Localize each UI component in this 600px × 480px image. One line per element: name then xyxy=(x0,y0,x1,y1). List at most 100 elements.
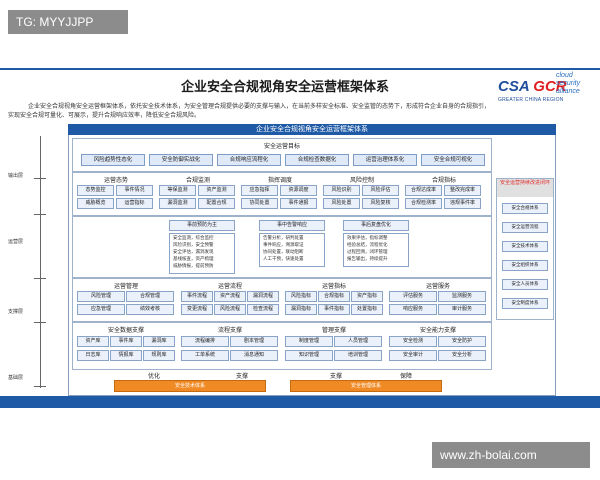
support-item: 事件流程 xyxy=(181,291,213,302)
ops-detail-block: 安全监测，综合监控风险识别，安全预警安全评估，漏洞发现基线核查，资产梳理威胁情报… xyxy=(169,233,235,274)
bottom-band xyxy=(0,396,600,408)
output-group-title: 指挥调度 xyxy=(267,177,292,184)
support-item: 检查流程 xyxy=(247,304,279,315)
output-item: 事件通报 xyxy=(280,198,317,209)
goal-box: 安全合规可视化 xyxy=(421,154,485,166)
foundation-bar-tech: 安全技术体系 xyxy=(114,380,266,392)
ops-detail-line: 人工干预，快速处置 xyxy=(263,257,304,262)
output-item: 配置合规 xyxy=(198,198,235,209)
support-item: 资产流程 xyxy=(214,291,246,302)
diagram-title: 企业安全合规视角安全运营框架体系 xyxy=(180,80,389,95)
output-item: 应急指挥 xyxy=(241,185,278,196)
support-item: 风险指标 xyxy=(285,291,317,302)
output-item: 风险复核 xyxy=(362,198,399,209)
ops-detail-line: 过程回溯，闭环管理 xyxy=(347,250,388,255)
arrow-label-support-2: 支撑 xyxy=(330,373,343,380)
side-label-output: 输出层 xyxy=(8,173,24,179)
support-item: 风险管理 xyxy=(77,291,125,302)
side-tick xyxy=(34,178,46,179)
logo-region: GREATER CHINA REGION xyxy=(498,97,564,103)
ops-detail-line: 效果评估，指标调整 xyxy=(347,236,388,241)
output-item: 合规检测率 xyxy=(405,198,442,209)
goal-box: 风险趋势性态化 xyxy=(81,154,145,166)
foundation-item: 制度管理 xyxy=(285,336,333,347)
side-label-foundation: 基础层 xyxy=(8,375,24,381)
foundation-item: 安全防护 xyxy=(438,336,486,347)
right-column-item: 安全技术体系 xyxy=(502,241,548,252)
foundation-item: 安全审计 xyxy=(389,350,437,361)
ops-detail-line: 经验总结，流程优化 xyxy=(347,243,388,248)
goal-box: 运营治理体系化 xyxy=(353,154,417,166)
watermark-top: TG: MYYJJPP xyxy=(8,10,128,34)
ops-detail-block: 效果评估，指标调整经验总结，流程优化过程回溯，闭环管理报告输出，持续提升 xyxy=(343,233,409,267)
side-tick xyxy=(34,278,46,279)
top-rule xyxy=(0,68,600,70)
side-label-ops: 运营层 xyxy=(8,239,24,245)
right-column-item: 安全合规体系 xyxy=(502,203,548,214)
support-item: 绩效考核 xyxy=(126,304,174,315)
output-item: 运营指标 xyxy=(116,198,153,209)
foundation-section: 安全数据支撑资产库事件库漏洞库日志库情报库规则库流程支撑流程编排剧本管理工单系统… xyxy=(72,322,492,370)
foundation-item: 流程编排 xyxy=(181,336,229,347)
ops-phase-head: 事中告警响应 xyxy=(259,220,325,231)
watermark-bottom: www.zh-bolai.com xyxy=(432,442,590,468)
support-item: 风险流程 xyxy=(214,304,246,315)
ops-detail-line: 报告输出，持续提升 xyxy=(347,257,388,262)
foundation-item: 日志库 xyxy=(77,350,109,361)
output-item: 协同处置 xyxy=(241,198,278,209)
foundation-group-title: 安全能力支撑 xyxy=(419,327,456,334)
right-column-item: 安全制度体系 xyxy=(502,298,548,309)
support-item: 处置指标 xyxy=(351,304,383,315)
output-item: 风险处置 xyxy=(323,198,360,209)
goal-box: 合规响应流程化 xyxy=(217,154,281,166)
output-item: 漏洞监测 xyxy=(159,198,196,209)
output-group-title: 风险控制 xyxy=(349,177,374,184)
foundation-item: 漏洞库 xyxy=(143,336,175,347)
support-item: 合规管理 xyxy=(126,291,174,302)
foundation-item: 安全分析 xyxy=(438,350,486,361)
goal-box: 安全防御实战化 xyxy=(149,154,213,166)
foundation-item: 工单系统 xyxy=(181,350,229,361)
support-item: 漏洞指标 xyxy=(285,304,317,315)
side-tick xyxy=(34,322,46,323)
support-item: 评估服务 xyxy=(389,291,437,302)
logo-tagline: cloud security alliance xyxy=(556,72,581,95)
right-column-head: 安全运营持续改进闭环 xyxy=(497,179,553,197)
ops-detail-line: 告警分析，研判处置 xyxy=(263,236,304,241)
ops-detail-block: 告警分析，研判处置事件响应，溯源取证协同处置，联动阻断人工干预，快速处置 xyxy=(259,233,325,267)
output-group-title: 运营态势 xyxy=(103,177,128,184)
output-item: 资源调度 xyxy=(280,185,317,196)
foundation-item: 规则库 xyxy=(143,350,175,361)
foundation-item: 安全检测 xyxy=(389,336,437,347)
right-column-item: 安全组织体系 xyxy=(502,260,548,271)
arrow-label-optimize: 优化 xyxy=(148,373,161,380)
output-item: 违规事件率 xyxy=(444,198,481,209)
output-item: 事件情况 xyxy=(116,185,153,196)
support-item: 资产指标 xyxy=(351,291,383,302)
ops-detail-line: 事件响应，溯源取证 xyxy=(263,243,304,248)
output-group-title: 合规监测 xyxy=(185,177,210,184)
ops-detail-line: 基线核查，资产梳理 xyxy=(173,257,214,262)
ops-detail-line: 安全评估，漏洞发现 xyxy=(173,250,214,255)
support-item: 漏洞流程 xyxy=(247,291,279,302)
ops-detail-line: 风险识别，安全预警 xyxy=(173,243,214,248)
foundation-item: 事件库 xyxy=(110,336,142,347)
foundation-bar-mgmt: 安全管理体系 xyxy=(290,380,442,392)
foundation-item: 人员管理 xyxy=(334,336,382,347)
side-label-support: 支撑层 xyxy=(8,309,24,315)
goals-title: 安全运营目标 xyxy=(263,143,300,150)
output-item: 威胁概览 xyxy=(77,198,114,209)
foundation-item: 剧本管理 xyxy=(230,336,278,347)
logo-csa: CSA GCR xyxy=(498,78,567,95)
support-item: 监测服务 xyxy=(438,291,486,302)
side-tick xyxy=(34,386,46,387)
output-item: 资产监测 xyxy=(198,185,235,196)
foundation-group-title: 安全数据支撑 xyxy=(107,327,144,334)
output-group-title: 合规指标 xyxy=(431,177,456,184)
support-item: 变更流程 xyxy=(181,304,213,315)
ops-detail-line: 协同处置，联动阻断 xyxy=(263,250,304,255)
foundation-group-title: 流程支撑 xyxy=(217,327,242,334)
foundation-item: 消息通知 xyxy=(230,350,278,361)
output-item: 风险识别 xyxy=(323,185,360,196)
right-improvement-column: 安全运营持续改进闭环 安全合规体系安全运营流程安全技术体系安全组织体系安全人员体… xyxy=(496,178,554,320)
